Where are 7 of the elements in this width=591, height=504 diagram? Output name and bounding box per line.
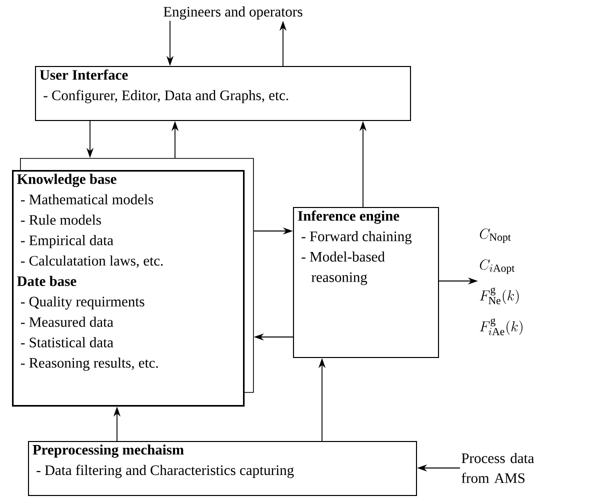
- text-label: Engineers and operators: [164, 6, 302, 20]
- process-box: Preprocessing mechaism - Data filtering and Characteristics capturing: [28, 441, 417, 496]
- formula-list: $C_{\mathrm{Nopt}}$ $C_{i\mathrm{Aopt}}$ $F^{\mathrm{g}}_{\mathrm{Ne}}(k)$ $F^{\mathrm{g}}_{i\mathrm{Ae}}(k)$: [480, 228, 522, 336]
- process-box: Inference engine - Forward chaining - Model-based reasoning: [293, 207, 439, 358]
- text-label: Process data from AMS: [462, 452, 534, 484]
- interface-box: User Interface - Configurer, Editor, Data and Graphs, etc.: [35, 66, 411, 121]
- database-box: Knowledge base - Mathematical models - Rule models - Empirical data - Calculatation laws, etc. Date base - Quality requirments - Measured data - Statistical data - Reasoning results, etc.: [12, 170, 245, 407]
